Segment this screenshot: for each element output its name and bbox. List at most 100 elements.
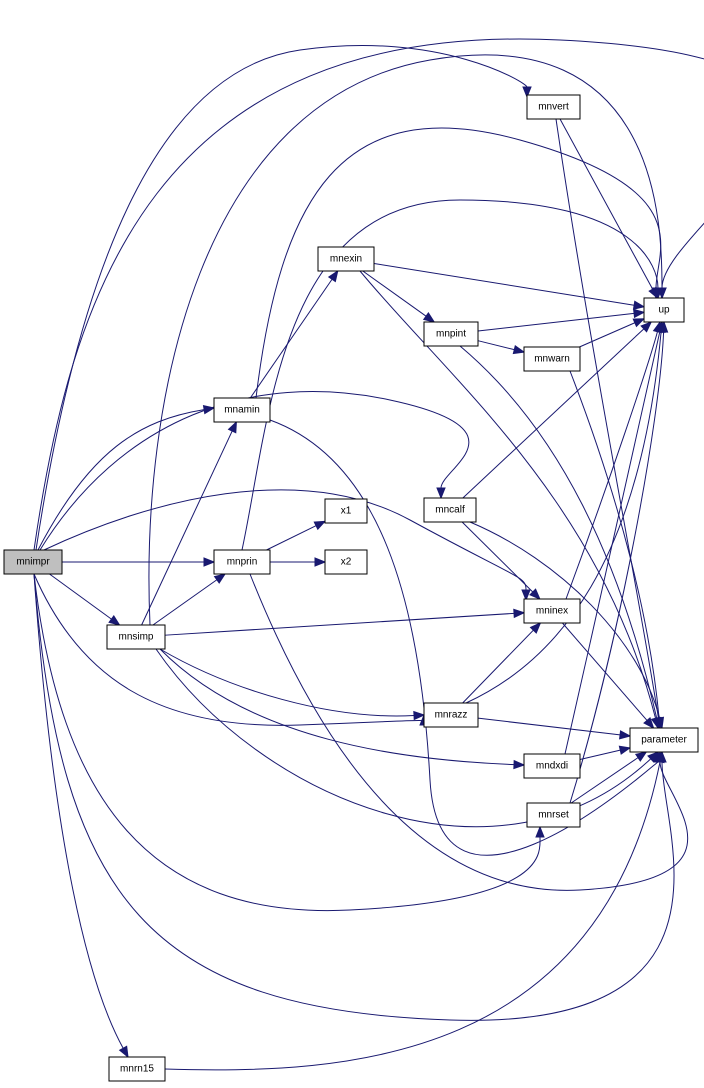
edge-line [141, 430, 233, 626]
node-label: mnrset [538, 810, 569, 821]
node-box [629, 727, 699, 753]
arrowhead-icon [436, 487, 446, 500]
node-label: mncalf [435, 505, 465, 516]
edge-line [565, 331, 658, 600]
node-label: mnrn15 [120, 1064, 154, 1075]
arrowhead-icon [314, 557, 327, 567]
node-layer: mnimpr mnvert up mnexin mnpint mnwarn mnamin mn… [3, 94, 699, 1082]
node-box [643, 297, 685, 323]
node-mncalf[interactable]: mncalf [423, 497, 477, 523]
arrowhead-icon [655, 750, 665, 764]
edge-line [569, 370, 660, 719]
node-x1[interactable]: x1 [324, 498, 368, 524]
edge-mnsimp-to-mnrazz [159, 648, 426, 721]
node-box [213, 549, 271, 575]
edge-mnrn15-to-parameter [164, 750, 665, 1071]
edge-line [359, 270, 657, 719]
node-box [324, 498, 368, 524]
arrowhead-icon [108, 614, 121, 626]
edge-line [579, 322, 636, 348]
edge-line [33, 38, 704, 551]
node-mnrazz[interactable]: mnrazz [423, 702, 479, 728]
edge-mncalf-to-parameter [469, 521, 665, 730]
edge-line [462, 328, 645, 499]
edge-line [255, 127, 662, 399]
edge-mnimpr-to-mnamin [37, 405, 216, 551]
node-label: parameter [641, 735, 687, 746]
node-mnwarn[interactable]: mnwarn [523, 346, 581, 372]
node-parameter[interactable]: parameter [629, 727, 699, 753]
arrowhead-icon [529, 588, 541, 600]
node-up[interactable]: up [643, 297, 685, 323]
arrowhead-icon [643, 716, 655, 730]
edge-line [33, 573, 675, 1021]
edge-mnrazz-to-mninex [462, 622, 542, 704]
edge-line [570, 757, 639, 804]
edge-line [462, 629, 534, 704]
edge-mnsimp-to-mndxdi [159, 648, 526, 770]
node-label: mnprin [227, 557, 258, 568]
edge-mnamin-to-up [255, 127, 662, 399]
edge-mninex-to-parameter [562, 622, 655, 730]
edge-line [477, 717, 621, 736]
node-x2[interactable]: x2 [324, 549, 368, 575]
node-mndxdi[interactable]: mndxdi [523, 753, 581, 779]
node-mnrset[interactable]: mnrset [526, 802, 581, 828]
node-box [526, 94, 581, 120]
node-box [3, 549, 63, 575]
edge-line [562, 622, 648, 721]
edge-line [373, 262, 635, 306]
node-mnexin[interactable]: mnexin [317, 246, 375, 272]
edge-line [33, 573, 426, 726]
edge-line [35, 45, 528, 551]
node-label: mnpint [436, 329, 466, 340]
arrowhead-icon [618, 745, 632, 755]
node-mnamin[interactable]: mnamin [213, 397, 271, 423]
edge-mnamin-to-mnexin [249, 269, 339, 399]
node-box [526, 802, 581, 828]
node-label: mninex [536, 606, 568, 617]
edge-line [269, 419, 659, 856]
edge-mnimpr-to-mnrazz [33, 573, 429, 726]
node-mninex[interactable]: mninex [523, 598, 581, 624]
edge-mnpint-to-parameter [459, 345, 662, 730]
edge-mnimpr-to-mnrn15 [33, 573, 129, 1059]
node-label: up [658, 305, 670, 316]
node-label: mnimpr [16, 557, 50, 568]
node-mnsimp[interactable]: mnsimp [106, 624, 166, 650]
edge-mnsimp-to-up [148, 54, 667, 626]
node-box [213, 397, 271, 423]
edge-mncalf-to-mninex [461, 521, 541, 600]
edge-mnsimp-to-mninex [164, 608, 526, 636]
arrowhead-icon [654, 716, 665, 730]
edge-mnamin-to-parameter [269, 419, 663, 856]
node-label: mnamin [224, 405, 260, 416]
edge-line [465, 331, 662, 704]
arrowhead-icon [658, 320, 669, 333]
edge-mnimpr-to-mnsimp [49, 573, 121, 626]
arrowhead-icon [203, 557, 216, 567]
node-label: mndxdi [536, 761, 568, 772]
edge-line [159, 648, 515, 766]
node-mnrn15[interactable]: mnrn15 [108, 1056, 166, 1082]
edge-mnimpr-to-mnprin [62, 557, 216, 567]
node-mnimpr[interactable]: mnimpr [3, 549, 63, 575]
node-mnpint[interactable]: mnpint [423, 321, 479, 347]
edge-line [362, 270, 427, 317]
node-label: mnvert [538, 102, 569, 113]
arrowhead-icon [535, 825, 545, 838]
edge-line [469, 521, 661, 719]
arrowhead-icon [513, 759, 526, 770]
edge-line [569, 331, 665, 804]
node-mnprin[interactable]: mnprin [213, 549, 271, 575]
node-mnvert[interactable]: mnvert [526, 94, 581, 120]
node-box [423, 702, 479, 728]
edge-mnimpr-to-mncalf [39, 391, 470, 551]
edge-mnimpr-to-mnrset [33, 573, 545, 912]
edge-line [159, 648, 415, 717]
node-box [523, 346, 581, 372]
node-label: x2 [341, 557, 352, 568]
arrowhead-icon [513, 608, 526, 619]
edge-mnsimp-to-mnamin [141, 420, 237, 626]
node-box [106, 624, 166, 650]
